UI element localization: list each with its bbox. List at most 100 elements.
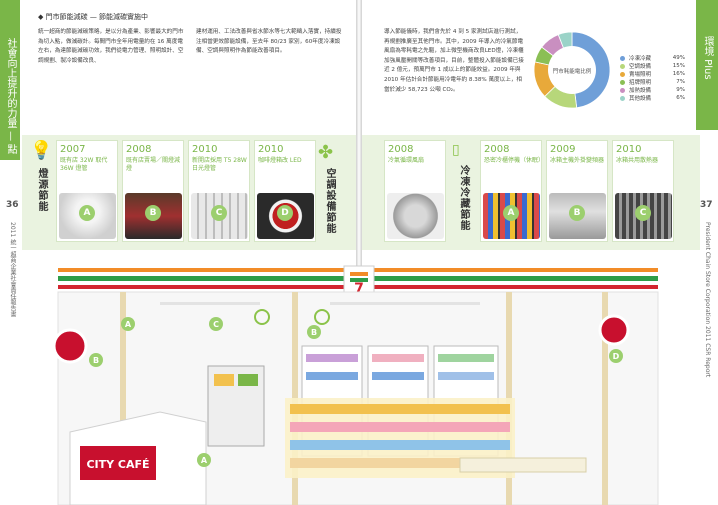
legend-swatch xyxy=(620,87,625,93)
marker-label: C xyxy=(213,320,219,329)
shelf-products xyxy=(306,354,358,362)
left-section-tab: 社會向上提升的力量 — 點 xyxy=(0,0,20,160)
legend-label: 賣場照明 xyxy=(629,72,652,78)
card-description: 既有店賣場／關燈減燈 xyxy=(126,157,181,172)
legend-value: 7% xyxy=(676,79,685,85)
page-gutter xyxy=(356,0,362,505)
section-heading: ◆ 門市節能減碳 — 節能減碳實施中 xyxy=(38,13,149,21)
shelf-products xyxy=(438,372,494,380)
ceiling-fan-photo xyxy=(387,193,444,239)
shelf-products xyxy=(290,440,510,450)
marker-badge xyxy=(307,325,321,339)
legend-value: 49% xyxy=(672,55,685,61)
right-side-caption: President Chain Store Corporation 2011 C… xyxy=(704,222,711,378)
timeline-card-6: 2008 恐密冷櫃停機（休眠） A xyxy=(480,140,545,242)
card-description: 恐密冷櫃停機（休眠） xyxy=(484,157,545,164)
legend-value: 15% xyxy=(672,63,685,69)
right-tab-label: 環境 Plus xyxy=(702,36,713,80)
fridge-icon: ▯ xyxy=(452,142,460,158)
card-description: 冷氣循環風扇 xyxy=(388,157,425,164)
card-year: 2010 xyxy=(192,144,218,155)
logo-green-bar xyxy=(350,278,368,282)
marker-badge xyxy=(609,349,623,363)
right-page-number: 37 xyxy=(700,200,713,210)
marker-group: A B C B D A xyxy=(89,317,623,467)
ceiling-light xyxy=(330,302,480,305)
marker-badge xyxy=(197,453,211,467)
fan-icon: ✤ xyxy=(318,142,334,163)
legend-swatch xyxy=(620,95,625,101)
shelf-products xyxy=(372,372,424,380)
category-refrigeration: 冷凍冷藏節能 xyxy=(458,165,469,231)
pie-hole xyxy=(548,46,596,94)
category-aircon: 空調設備節能 xyxy=(324,168,335,234)
legend-swatch xyxy=(620,79,625,85)
marker-badge xyxy=(121,317,135,331)
left-paragraph-2: 建材運用、工法改善與省水節水等七大範疇入落實，持續投注相當更效節能設備，至去年 … xyxy=(196,29,342,55)
coffee-sign xyxy=(598,314,630,346)
marker-badge xyxy=(89,353,103,367)
legend-swatch xyxy=(620,55,625,61)
legend-label: 其他設備 xyxy=(629,96,652,102)
category-lighting: 燈源節能 xyxy=(36,168,47,212)
logo-orange-bar xyxy=(350,272,368,276)
timeline-card-2: 2008 既有店賣場／關燈減燈 B xyxy=(122,140,184,242)
card-year: 2010 xyxy=(258,144,284,155)
shelf-products xyxy=(290,458,510,468)
left-side-caption: 2011 統一超商企業社會責任報告書 xyxy=(9,222,16,318)
left-page-number: 36 xyxy=(6,200,19,210)
city-cafe-sign xyxy=(80,446,156,480)
timeline-card-4: 2010 咖啡燈箱改 LED D xyxy=(254,140,316,242)
timeline-card-5: 2008 冷氣循環風扇 xyxy=(384,140,446,242)
ceiling-fan-icon xyxy=(314,309,330,325)
ceiling-fan-icon xyxy=(254,309,270,325)
shelf-products xyxy=(372,354,424,362)
marker-badge: B xyxy=(145,205,161,221)
legend-value: 9% xyxy=(676,87,685,93)
legend-row: 其他設備 6% xyxy=(620,94,685,102)
right-paragraph: 導入節能儀時，我們會先於 4 到 5 家測試店進行測試，再規劃推廣至其他門市。其… xyxy=(384,29,524,93)
card-description: 咖啡燈箱改 LED xyxy=(258,157,302,164)
machine-panel xyxy=(238,374,258,386)
card-year: 2007 xyxy=(60,144,86,155)
lightbulb-icon: 💡 xyxy=(30,140,53,161)
marker-badge: C xyxy=(211,205,227,221)
card-year: 2008 xyxy=(484,144,510,155)
machine-panel xyxy=(214,374,234,386)
legend-row: 賣場照明 16% xyxy=(620,70,685,78)
legend-label: 招牌照明 xyxy=(629,80,652,86)
eat-in-table xyxy=(459,457,587,473)
card-description: 新開店採用 T5 28W 日光燈管 xyxy=(192,157,247,172)
legend-swatch xyxy=(620,71,625,77)
coffee-sign xyxy=(52,328,88,364)
seven-eleven-logo: 7 xyxy=(354,281,364,297)
store-illustration: 7 xyxy=(52,265,659,505)
legend-swatch xyxy=(620,63,625,69)
timeline-card-8: 2010 冰箱共用散熱器 C xyxy=(612,140,674,242)
shelf-products xyxy=(290,404,510,414)
marker-badge: A xyxy=(503,205,519,221)
marker-badge: B xyxy=(569,205,585,221)
timeline-card-1: 2007 既有店 32W 取代 36W 燈管 A xyxy=(56,140,118,242)
marker-label: A xyxy=(125,320,132,329)
legend-row: 加熱設備 9% xyxy=(620,86,685,94)
legend-label: 冷凍冷藏 xyxy=(629,56,652,62)
pie-center-label: 門市耗能電比例 xyxy=(553,67,592,75)
ceiling-light xyxy=(160,302,260,305)
right-section-tab: 環境 Plus xyxy=(696,0,718,130)
card-year: 2008 xyxy=(388,144,414,155)
legend-label: 加熱設備 xyxy=(629,88,652,94)
card-year: 2009 xyxy=(550,144,576,155)
card-description: 冰箱共用散熱器 xyxy=(616,157,659,164)
marker-label: A xyxy=(201,456,208,465)
legend-value: 16% xyxy=(672,71,685,77)
legend-row: 冷凍冷藏 49% xyxy=(620,54,685,62)
shelf-products xyxy=(438,354,494,362)
marker-badge: A xyxy=(79,205,95,221)
legend-row: 招牌照明 7% xyxy=(620,78,685,86)
pillar xyxy=(602,292,608,505)
legend-value: 6% xyxy=(676,95,685,101)
